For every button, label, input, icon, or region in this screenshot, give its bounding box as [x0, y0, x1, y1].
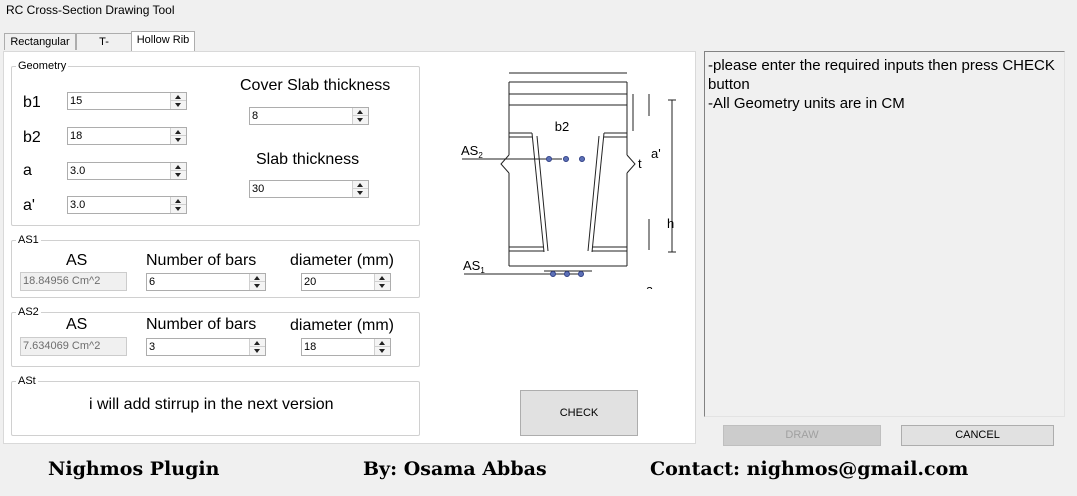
tab-t-section[interactable]: T-Section — [76, 33, 132, 65]
diagram-b2-label: b2 — [555, 119, 569, 134]
b2-up-button[interactable] — [171, 128, 186, 136]
as1-diameter-up-button[interactable] — [375, 274, 390, 282]
diagram-as2-label: AS2 — [461, 143, 483, 160]
window-title: RC Cross-Section Drawing Tool — [6, 3, 175, 17]
b1-label: b1 — [23, 94, 41, 111]
diagram-a-prime-label: a' — [651, 146, 661, 161]
check-button[interactable]: CHECK — [520, 390, 638, 436]
as1-as-label: AS — [66, 252, 88, 269]
b1-value: 15 — [70, 95, 83, 107]
slab-thickness-value: 30 — [252, 183, 265, 195]
a-prime-spinbox[interactable]: 3.0 — [67, 196, 187, 214]
as2-bars-label: Number of bars — [146, 316, 257, 333]
a-prime-label: a' — [23, 197, 35, 214]
slab-thickness-down-button[interactable] — [353, 189, 368, 197]
a-down-button[interactable] — [171, 171, 186, 179]
geometry-group: Geometry b1 15 b2 18 a 3.0 a' 3.0 Cover … — [11, 59, 420, 226]
as1-group-title: AS1 — [16, 233, 41, 247]
cover-slab-down-button[interactable] — [353, 116, 368, 124]
as2-area-field: 7.634069 Cm^2 — [20, 337, 127, 356]
output-message-box[interactable]: -please enter the required inputs then p… — [704, 51, 1065, 417]
as2-bars-spinbox[interactable]: 3 — [146, 338, 266, 356]
b1-spinbox[interactable]: 15 — [67, 92, 187, 110]
footer-plugin-name: Nighmos Plugin — [48, 458, 220, 480]
cancel-button[interactable]: CANCEL — [901, 425, 1054, 446]
as2-diameter-up-button[interactable] — [375, 339, 390, 347]
as1-group: AS1 AS Number of bars diameter (mm) 18.8… — [11, 233, 420, 298]
footer-contact: Contact: nighmos@gmail.com — [650, 458, 969, 480]
as1-bars-label: Number of bars — [146, 252, 257, 269]
as2-bars-up-button[interactable] — [250, 339, 265, 347]
a-prime-value: 3.0 — [70, 199, 86, 211]
slab-thickness-spinbox[interactable]: 30 — [249, 180, 369, 198]
cover-slab-spinbox[interactable]: 8 — [249, 107, 369, 125]
cross-section-diagram: b2 b1 a' t h a AS2 AS1 — [461, 72, 676, 289]
as1-bars-down-button[interactable] — [250, 282, 265, 290]
as2-group-title: AS2 — [16, 305, 41, 319]
diagram-t-label: t — [638, 156, 642, 171]
a-value: 3.0 — [70, 165, 86, 177]
as2-diameter-spinbox[interactable]: 18 — [301, 338, 391, 356]
diagram-as1-label: AS1 — [463, 258, 485, 275]
b1-down-button[interactable] — [171, 101, 186, 109]
tab-rectangular[interactable]: Rectangular — [4, 33, 76, 50]
as1-bars-up-button[interactable] — [250, 274, 265, 282]
b2-spinbox[interactable]: 18 — [67, 127, 187, 145]
as1-diameter-value: 20 — [304, 276, 317, 288]
diagram-a-label: a — [646, 282, 654, 289]
as1-diameter-spinbox[interactable]: 20 — [301, 273, 391, 291]
as2-as-label: AS — [66, 316, 88, 333]
cover-slab-label: Cover Slab thickness — [240, 77, 391, 94]
ast-group: ASt i will add stirrup in the next versi… — [11, 374, 420, 436]
cover-slab-value: 8 — [252, 110, 259, 122]
a-up-button[interactable] — [171, 163, 186, 171]
b2-label: b2 — [23, 129, 41, 146]
ast-group-title: ASt — [16, 374, 38, 388]
a-spinbox[interactable]: 3.0 — [67, 162, 187, 180]
cover-slab-up-button[interactable] — [353, 108, 368, 116]
tab-content-panel: Geometry b1 15 b2 18 a 3.0 a' 3.0 Cover … — [3, 51, 696, 444]
draw-button[interactable]: DRAW — [723, 425, 881, 446]
a-prime-up-button[interactable] — [171, 197, 186, 205]
as2-bars-down-button[interactable] — [250, 347, 265, 355]
geometry-group-title: Geometry — [16, 59, 69, 73]
as2-diameter-label: diameter (mm) — [290, 317, 395, 334]
a-prime-down-button[interactable] — [171, 205, 186, 213]
slab-thickness-up-button[interactable] — [353, 181, 368, 189]
as1-bars-value: 6 — [149, 276, 156, 288]
tab-hollow-rib[interactable]: Hollow Rib — [131, 31, 195, 51]
as1-diameter-label: diameter (mm) — [290, 252, 395, 269]
as2-bars-value: 3 — [149, 341, 156, 353]
as1-bars-spinbox[interactable]: 6 — [146, 273, 266, 291]
b2-down-button[interactable] — [171, 136, 186, 144]
stirrup-note: i will add stirrup in the next version — [89, 396, 334, 413]
diagram-h-label: h — [667, 216, 674, 231]
b1-up-button[interactable] — [171, 93, 186, 101]
as2-diameter-value: 18 — [304, 341, 317, 353]
as1-area-field: 18.84956 Cm^2 — [20, 272, 127, 291]
b2-value: 18 — [70, 130, 83, 142]
footer-author: By: Osama Abbas — [363, 458, 547, 480]
as2-group: AS2 AS Number of bars diameter (mm) 7.63… — [11, 305, 420, 367]
as1-diameter-down-button[interactable] — [375, 282, 390, 290]
as2-diameter-down-button[interactable] — [375, 347, 390, 355]
slab-thickness-label: Slab thickness — [256, 151, 360, 168]
a-label: a — [23, 162, 32, 179]
